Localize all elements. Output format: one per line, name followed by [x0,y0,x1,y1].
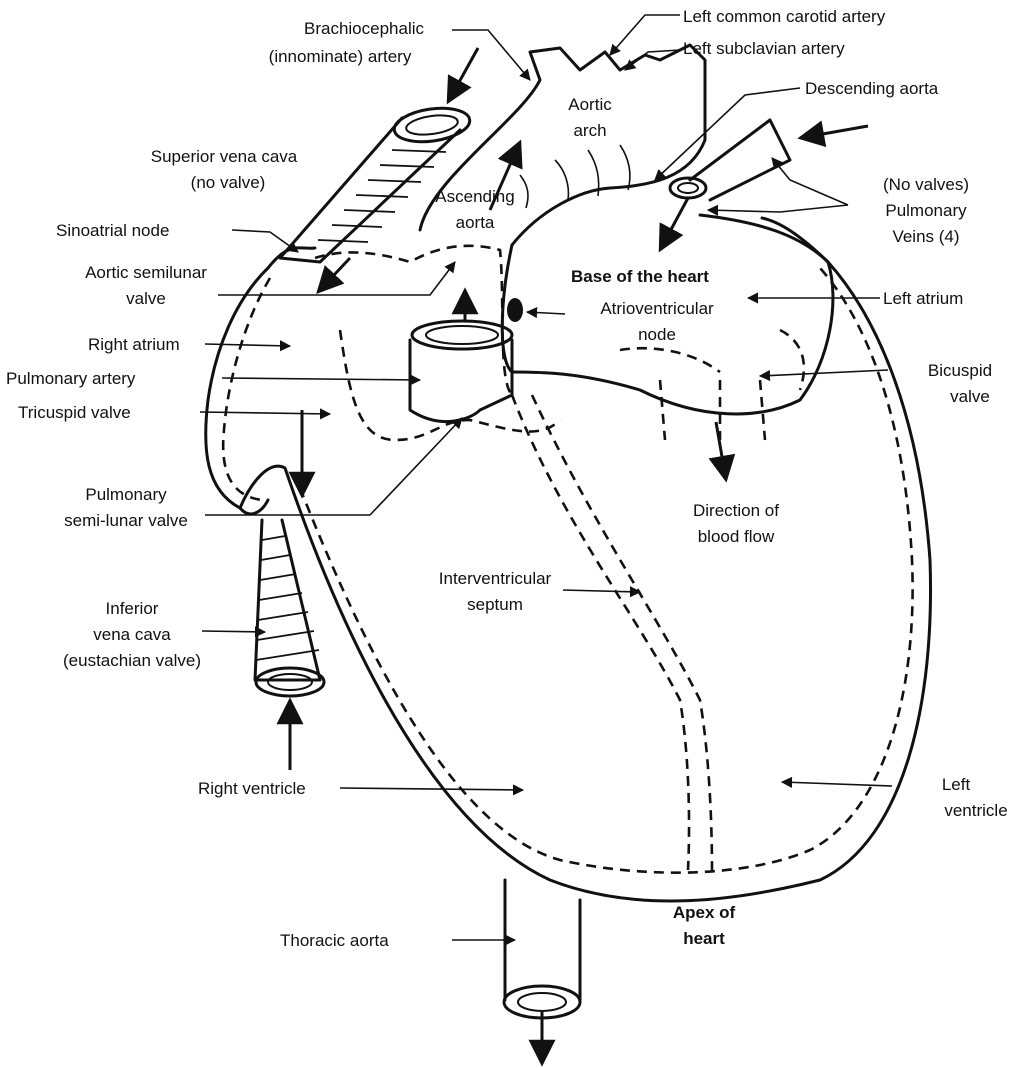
label-ivc-line2: vena cava [93,625,171,644]
label-direction-flow-line2: blood flow [698,527,775,546]
ivc-lumen [268,674,312,690]
direction-of-flow-arrow [716,422,726,480]
svc-opening [392,104,472,146]
leader-right-atrium [205,344,290,346]
leader-left-ventricle [782,782,892,786]
label-right-atrium: Right atrium [88,335,180,354]
leader-av-node [527,312,565,314]
ivc-wall [255,520,320,680]
inner-wall-dashed [223,268,912,873]
label-ivc-line3: (eustachian valve) [63,651,201,670]
label-left-subclavian: Left subclavian artery [683,39,845,58]
label-aortic-arch-line1: Aortic [568,95,612,114]
svc-to-atrium-arrow [318,258,350,292]
label-brachiocephalic-line1: Brachiocephalic [304,19,425,38]
label-ivc-line1: Inferior [106,599,159,618]
label-descending-aorta: Descending aorta [805,79,939,98]
label-apex-line2: heart [683,929,725,948]
leader-pulm-veins-lower [708,205,848,212]
heart-outline [206,45,931,901]
bicuspid-valve-dashed [620,330,804,440]
label-septum-line2: septum [467,595,523,614]
leader-tricuspid [200,412,330,414]
septum-left-dashed [512,395,689,870]
ivc-opening [256,668,324,696]
pulmonary-artery-trunk [410,340,512,422]
septum-right-dashed [532,395,712,870]
label-apex-line1: Apex of [673,903,736,922]
thoracic-aorta-tube [504,880,580,1018]
leader-ivc [202,631,265,632]
label-septum-line1: Interventricular [439,569,552,588]
label-left-common-carotid: Left common carotid artery [683,7,886,26]
atrium-flow-arrow [660,198,688,250]
label-tricuspid-valve: Tricuspid valve [18,403,131,422]
label-aortic-arch-line2: arch [573,121,606,140]
atrioventricular-node [507,298,523,322]
label-av-node-line1: Atrioventricular [600,299,714,318]
svc-lumen [405,112,459,137]
leader-aortic-semilunar [218,262,455,295]
label-svc-line1: Superior vena cava [151,147,298,166]
label-ascending-aorta-line1: Ascending [435,187,514,206]
aortic-arch-lines [520,145,630,208]
pulmonary-artery-lumen [426,326,498,344]
ascending-aorta-wall [268,245,512,372]
aortic-semilunar-valve-dashed [315,246,512,395]
leader-septum [563,590,640,592]
superior-vena-cava-tube [280,104,472,262]
label-right-ventricle: Right ventricle [198,779,306,798]
label-bicuspid-line2: valve [950,387,990,406]
label-left-ventricle-line1: Left [942,775,971,794]
svc-inflow-arrow [448,48,478,102]
leader-pulmonary-artery [222,378,420,380]
label-sinoatrial-node: Sinoatrial node [56,221,169,240]
leader-left-common-carotid [610,15,680,55]
pulmonary-vein-lumen [678,183,698,193]
label-base-of-heart: Base of the heart [571,267,709,286]
label-aortic-semilunar-line2: valve [126,289,166,308]
leader-bicuspid [760,370,888,376]
label-ascending-aorta-line2: aorta [456,213,495,232]
tricuspid-dashed [340,330,560,440]
label-thoracic-aorta: Thoracic aorta [280,931,389,950]
thoracic-aorta-wall [505,880,580,1000]
label-pulm-veins-line3: Veins (4) [892,227,959,246]
leader-pulm-veins-upper [772,158,848,205]
label-pulm-veins-line1: (No valves) [883,175,969,194]
descending-aorta-tube [670,120,790,200]
label-brachiocephalic-line2: (innominate) artery [269,47,412,66]
label-left-atrium: Left atrium [883,289,963,308]
thoracic-aorta-lumen [518,993,566,1011]
heart-outer-wall [206,218,931,901]
label-pulm-semilunar-line2: semi-lunar valve [64,511,188,530]
pulmonary-vein-opening [670,178,706,198]
label-direction-flow-line1: Direction of [693,501,779,520]
label-av-node-line2: node [638,325,676,344]
label-svc-line2: (no valve) [191,173,266,192]
label-aortic-semilunar-line1: Aortic semilunar [85,263,207,282]
label-pulmonary-artery: Pulmonary artery [6,369,136,388]
leader-right-ventricle [340,788,523,790]
label-pulm-veins-line2: Pulmonary [885,201,967,220]
pulm-vein-inflow-arrow [800,126,868,138]
label-left-ventricle-line2: ventricle [944,801,1007,820]
svc-hatching [318,150,446,242]
label-bicuspid-line1: Bicuspid [928,361,992,380]
label-pulm-semilunar-line1: Pulmonary [85,485,167,504]
